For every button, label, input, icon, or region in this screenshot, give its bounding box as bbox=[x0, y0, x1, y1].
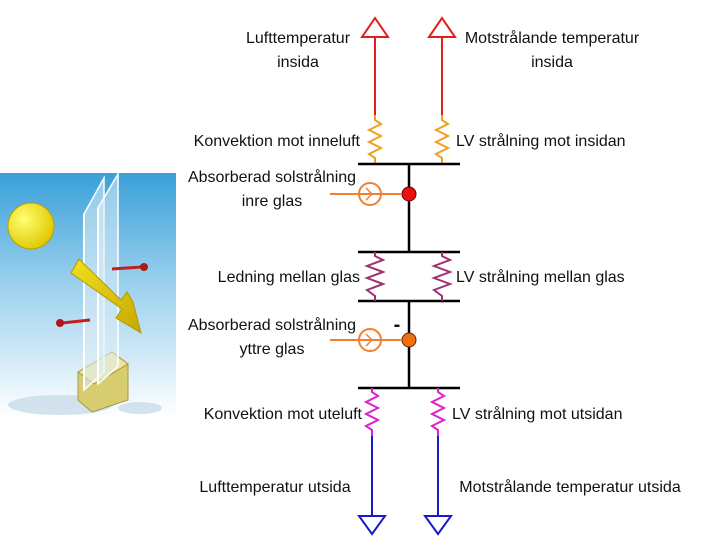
radiant-temp-inside-arrow-icon bbox=[427, 16, 457, 38]
sun-icon bbox=[7, 202, 55, 250]
lw-radiation-outside-label: LV strålning mot utsidan bbox=[452, 405, 622, 423]
outer-glass-node bbox=[401, 332, 417, 348]
radiant-temp-outside-label: Motstrålande temperatur utsida bbox=[459, 478, 681, 496]
absorbed-inner-source bbox=[330, 182, 402, 206]
thermal-network bbox=[330, 16, 460, 536]
radiant-temp-outside-arrow-icon bbox=[423, 515, 453, 536]
lw-radiation-outside-spring bbox=[429, 388, 447, 436]
convection-outside-spring bbox=[363, 388, 381, 436]
radiant-temp-inside-label-line2: insida bbox=[531, 54, 573, 71]
absorbed-inner-label-line1: Absorberad solstrålning bbox=[188, 168, 356, 186]
conduction-between-label: Ledning mellan glas bbox=[218, 269, 360, 286]
convection-outside-label: Konvektion mot uteluft bbox=[204, 406, 363, 423]
heat-flow-pin-icon bbox=[56, 263, 148, 327]
radiant-temp-inside-label-line1: Motstrålande temperatur bbox=[465, 29, 640, 47]
inner-glass-node bbox=[401, 186, 417, 202]
solar-ray-arrow-icon bbox=[70, 258, 142, 335]
lw-radiation-inside-spring bbox=[433, 115, 451, 164]
absorbed-outer-source bbox=[330, 328, 402, 352]
lw-radiation-between-spring bbox=[431, 252, 453, 301]
air-temp-inside-label-line1: Lufttemperatur bbox=[246, 30, 351, 47]
conduction-between-spring bbox=[364, 252, 386, 301]
absorbed-outer-label-line2: yttre glas bbox=[240, 341, 305, 358]
convection-inside-label: Konvektion mot inneluft bbox=[194, 133, 361, 150]
lw-radiation-between-label: LV strålning mellan glas bbox=[456, 268, 625, 286]
air-temp-outside-arrow-icon bbox=[357, 515, 387, 536]
absorbed-inner-label-line2: inre glas bbox=[242, 193, 302, 210]
air-temp-inside-arrow-icon bbox=[360, 16, 390, 38]
air-temp-outside-label: Lufttemperatur utsida bbox=[199, 479, 350, 496]
convection-inside-spring bbox=[366, 115, 384, 164]
air-temp-inside-label-line2: insida bbox=[277, 54, 319, 71]
window-illustration bbox=[0, 171, 176, 418]
diagram-labels: Lufttemperatur insida Motstrålande tempe… bbox=[188, 29, 681, 496]
lw-radiation-inside-label: LV strålning mot insidan bbox=[456, 132, 626, 150]
double-glazing-icon bbox=[83, 171, 119, 392]
absorbed-outer-label-line1: Absorberad solstrålning bbox=[188, 316, 356, 334]
dash-mark: - bbox=[394, 314, 401, 336]
